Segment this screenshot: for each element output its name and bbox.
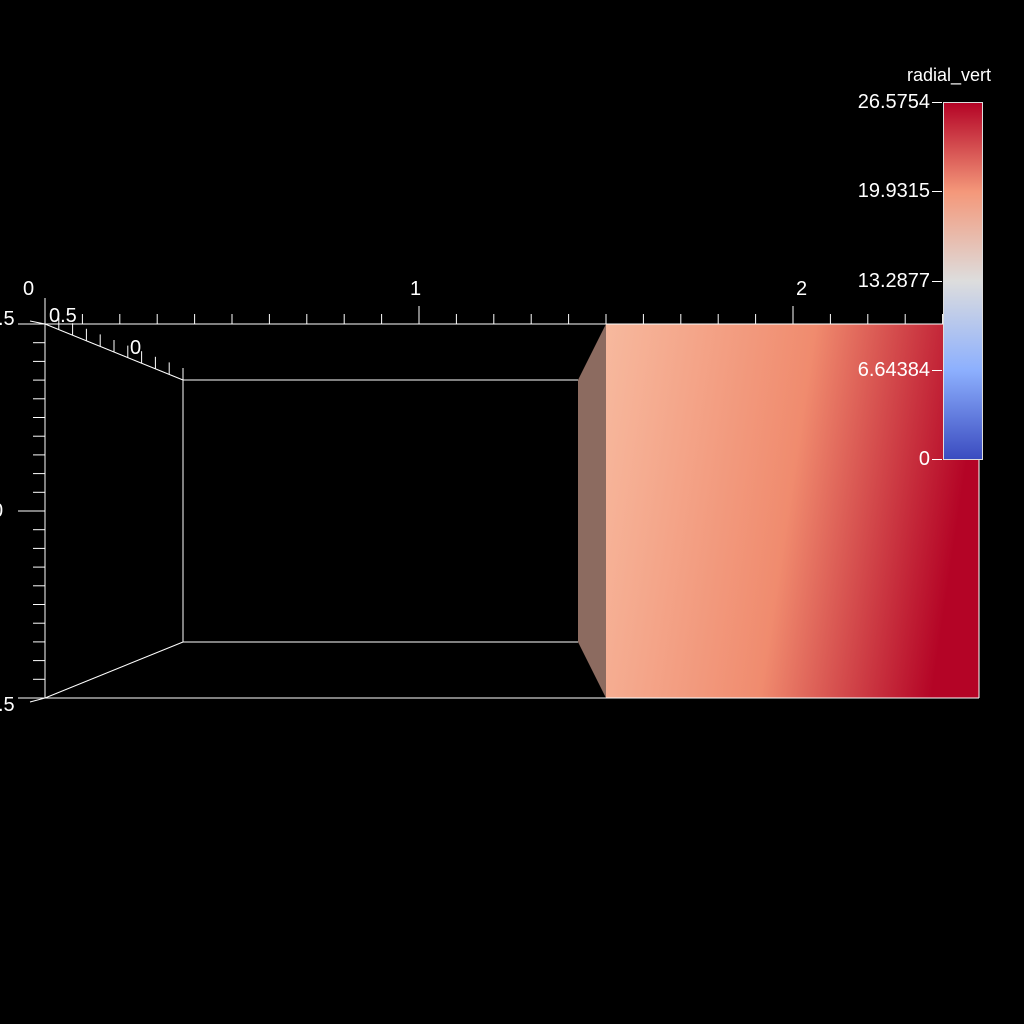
slab-side-face <box>578 324 606 698</box>
scalar-bar-tick <box>932 459 942 460</box>
scalar-bar-label-4: 6.64384 <box>857 359 930 381</box>
y-axis-label-bottom: .5 <box>0 694 15 716</box>
scalar-bar <box>943 102 983 460</box>
y-axis-label-top: .5 <box>0 308 15 330</box>
scalar-bar-tick <box>932 281 942 282</box>
z-axis-label-1: 0 <box>130 337 142 359</box>
slab-front-face <box>606 324 979 698</box>
x-axis-label-2: 2 <box>796 278 808 300</box>
y-axis-ticks <box>18 323 45 699</box>
scalar-bar-label-min: 0 <box>918 448 930 470</box>
scalar-bar-tick <box>932 102 942 103</box>
x-axis-label-0: 0 <box>23 278 35 300</box>
scalar-bar-label-2: 19.9315 <box>857 180 930 202</box>
x-axis-label-1: 1 <box>410 278 422 300</box>
scalar-bar-tick <box>932 191 942 192</box>
x-axis-ticks <box>44 306 981 324</box>
scalar-bar-tick <box>932 370 942 371</box>
scalar-bar-label-max: 26.5754 <box>857 91 930 113</box>
scalar-bar-title: radial_vert <box>907 65 992 85</box>
z-axis-ticks <box>44 312 184 380</box>
y-axis-label-mid: 0 <box>0 501 3 521</box>
scalar-bar-label-3: 13.2877 <box>857 270 930 292</box>
z-axis-label-0: 0.5 <box>49 305 77 327</box>
